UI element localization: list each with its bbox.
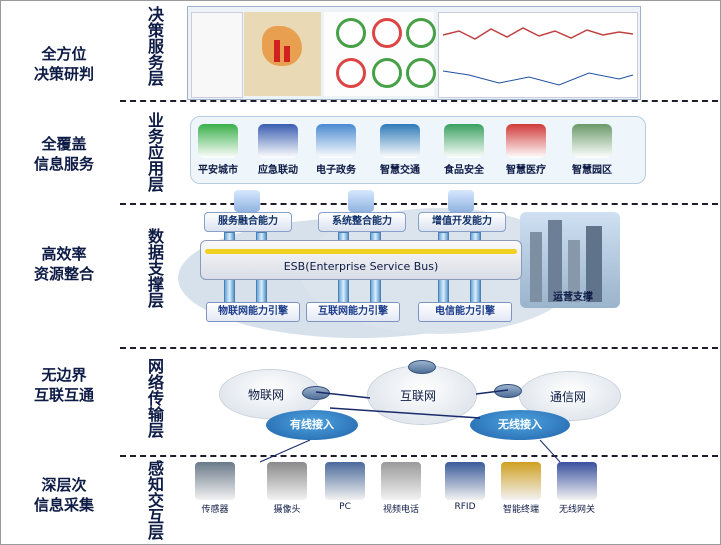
telecom-label: 通信网 [550, 390, 587, 404]
trend-chart-graphic [442, 27, 634, 86]
iot-label: 物联网 [248, 388, 285, 402]
layer3-vertical-label: 数据支撑层 [145, 228, 164, 308]
capability-box: 增值开发能力 [418, 212, 506, 232]
app-item: 应急联动 [248, 124, 308, 176]
device-icon [557, 462, 597, 500]
device-item: 摄像头 [256, 462, 318, 515]
app-item: 智慧医疗 [496, 124, 556, 176]
device-icon [501, 462, 541, 500]
device-icon [381, 462, 421, 500]
wired-access: 有线接入 [266, 410, 358, 440]
layer-divider [120, 203, 718, 205]
esb-label: ESB(Enterprise Service Bus) [283, 260, 439, 273]
app-icon [444, 124, 484, 158]
dashboard-gauges [324, 12, 436, 96]
app-label: 智慧医疗 [506, 165, 546, 176]
app-label: 电子政务 [316, 165, 356, 176]
ops-image [520, 212, 620, 308]
layer1-vertical-label: 决策服务层 [145, 6, 164, 86]
capability-box: 服务融合能力 [204, 212, 292, 232]
device-label: 智能终端 [502, 505, 539, 515]
app-label: 智慧交通 [380, 165, 420, 176]
dashboard-table [191, 12, 243, 98]
layer5-vertical-label: 感知交互层 [145, 460, 164, 540]
app-item: 电子政务 [306, 124, 366, 176]
app-item: 食品安全 [434, 124, 494, 176]
device-icon [445, 462, 485, 500]
esb-bar: ESB(Enterprise Service Bus) [200, 240, 522, 280]
app-label: 智慧园区 [572, 165, 612, 176]
app-label: 平安城市 [198, 165, 238, 176]
dashboard-map [244, 12, 321, 96]
device-item: 传感器 [184, 462, 246, 515]
app-item: 智慧交通 [370, 124, 430, 176]
engine-box: 电信能力引擎 [418, 302, 512, 322]
layer2-title: 全覆盖信息服务 [33, 135, 94, 173]
internet-label: 互联网 [400, 389, 437, 403]
layer-divider [120, 100, 718, 102]
layer-divider [120, 455, 718, 457]
capability-icon [448, 190, 474, 212]
app-item: 智慧园区 [562, 124, 622, 176]
layer1-title: 全方位决策研判 [33, 45, 94, 83]
device-label: 传感器 [201, 505, 229, 515]
layer4-vertical-label: 网络传输层 [145, 358, 164, 438]
ops-label: 运营支撑 [553, 292, 593, 303]
app-icon [316, 124, 356, 158]
app-label: 食品安全 [444, 165, 484, 176]
capability-icon [348, 190, 374, 212]
device-label: PC [339, 502, 351, 512]
device-item: 智能终端 [490, 462, 552, 515]
app-item: 平安城市 [188, 124, 248, 176]
layer5-title: 深层次信息采集 [33, 476, 94, 514]
device-icon [267, 462, 307, 500]
layer3-title: 高效率资源整合 [33, 245, 94, 283]
engine-box: 互联网能力引擎 [306, 302, 400, 322]
app-icon [506, 124, 546, 158]
device-item: 无线网关 [546, 462, 608, 515]
app-icon [380, 124, 420, 158]
device-icon [325, 462, 365, 500]
capability-icon [234, 190, 260, 212]
device-label: RFID [454, 502, 476, 512]
router-icon [408, 360, 436, 374]
layer4-title: 无边界互联互通 [33, 366, 94, 404]
engine-box: 物联网能力引擎 [206, 302, 300, 322]
layer2-vertical-label: 业务应用层 [145, 112, 164, 192]
device-item: PC [314, 462, 376, 512]
layer-divider [120, 347, 718, 349]
wireless-access: 无线接入 [470, 410, 570, 440]
device-item: RFID [434, 462, 496, 512]
app-icon [258, 124, 298, 158]
device-label: 视频电话 [382, 505, 419, 515]
device-icon [195, 462, 235, 500]
capability-box: 系统整合能力 [318, 212, 406, 232]
device-item: 视频电话 [370, 462, 432, 515]
dashboard-trend [438, 12, 638, 98]
app-icon [572, 124, 612, 158]
device-label: 摄像头 [273, 505, 301, 515]
app-icon [198, 124, 238, 158]
device-label: 无线网关 [558, 505, 595, 515]
app-label: 应急联动 [258, 165, 298, 176]
decision-dashboard [187, 6, 641, 100]
